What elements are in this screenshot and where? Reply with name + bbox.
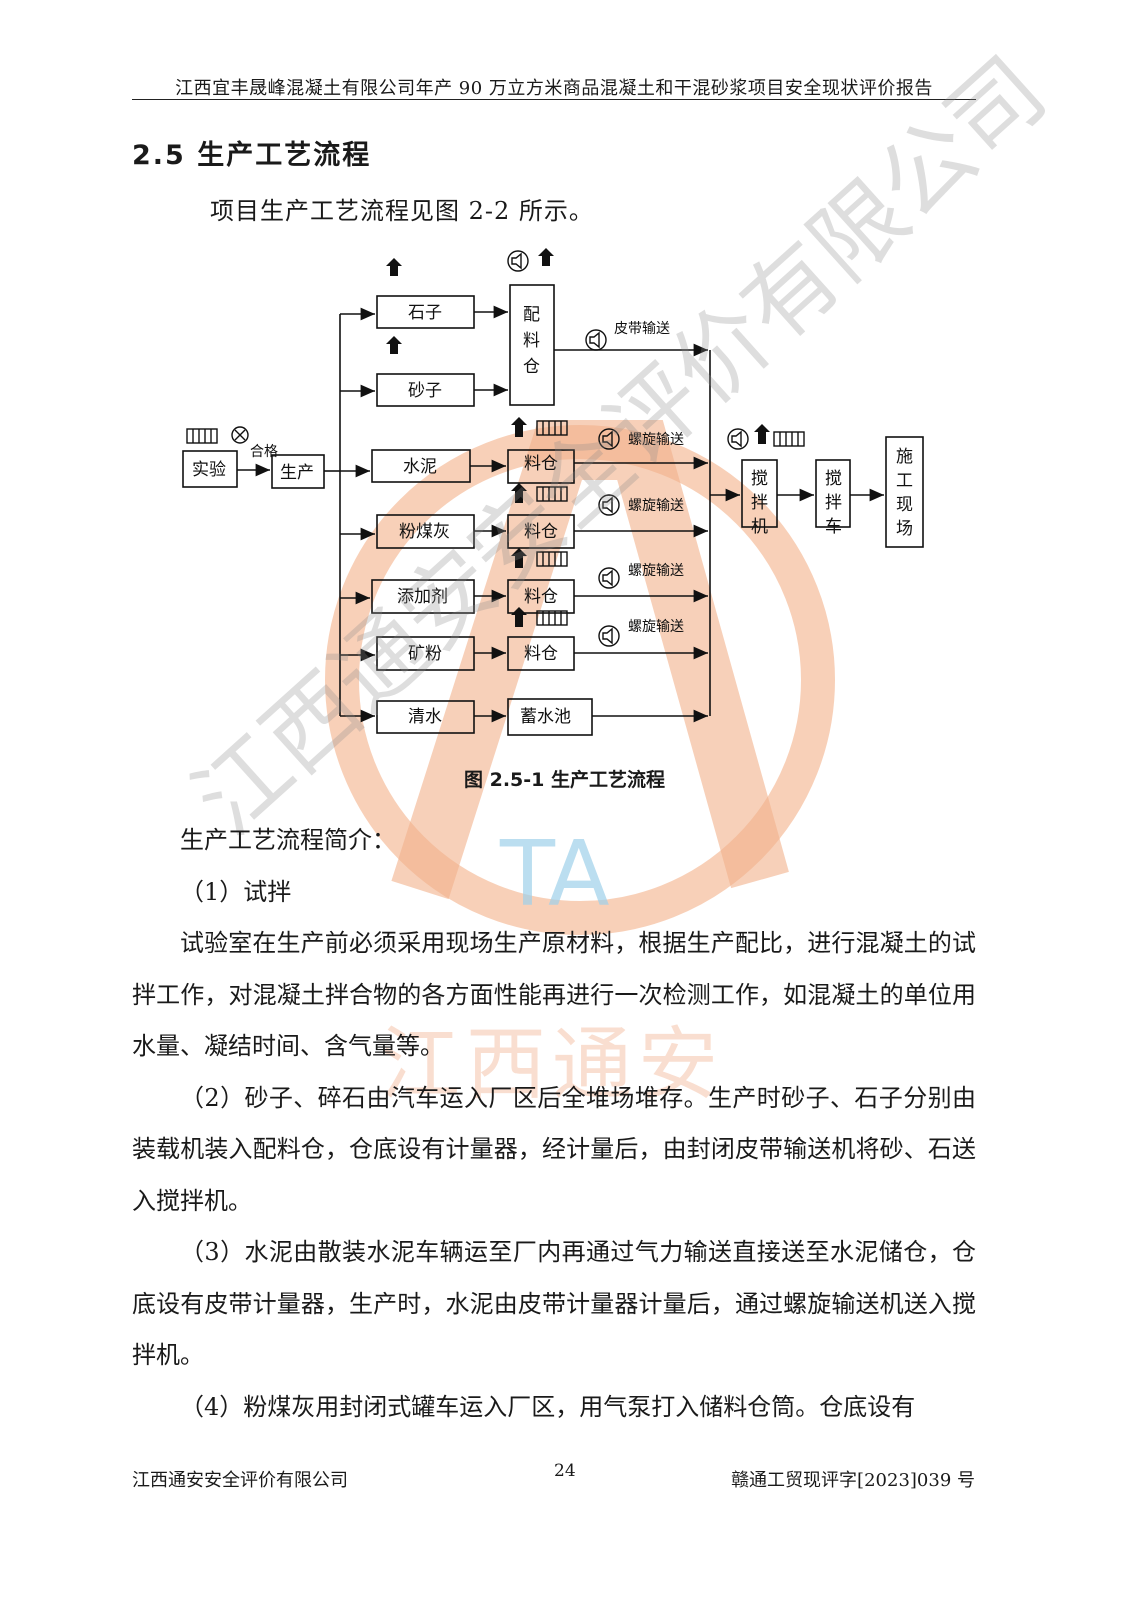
body-text: 生产工艺流程简介： （1）试拌 试验室在生产前必须采用现场生产原材料，根据生产配… (132, 815, 976, 1433)
reservoir-label: 蓄水池 (520, 707, 571, 727)
fly-ash-silo-label: 料仓 (524, 522, 558, 542)
mixer-truck-box (815, 459, 851, 528)
screw-conveyor-label-2: 螺旋输送 (628, 498, 684, 514)
body-p4: （4）粉煤灰用封闭式罐车运入厂区，用气泵打入储料仓筒。仓底设有 (180, 1392, 916, 1421)
meter-icon (536, 610, 568, 626)
dust-arrow-icon (386, 336, 402, 354)
noise-speaker-icon (598, 567, 620, 589)
section-title: 2.5 生产工艺流程 (132, 140, 372, 171)
mixer-truck-label: 搅拌车 (825, 469, 842, 537)
additive-label: 添加剂 (397, 587, 448, 607)
mineral-powder-label: 矿粉 (408, 644, 442, 664)
screw-conveyor-label-1: 螺旋输送 (628, 432, 684, 448)
mixer-box (741, 459, 778, 528)
lab-box (182, 450, 238, 488)
mixer-label: 搅拌机 (751, 469, 768, 537)
noise-speaker-icon (727, 428, 749, 450)
construction-site-label: 施工现场 (896, 447, 913, 539)
dust-arrow-icon (511, 483, 527, 503)
fly-ash-label: 粉煤灰 (399, 522, 450, 542)
screw-conveyor-label-3: 螺旋输送 (628, 563, 684, 579)
section-intro: 项目生产工艺流程见图 2-2 所示。 (210, 197, 594, 225)
cement-label: 水泥 (403, 457, 437, 477)
body-p3: （3）水泥由散装水泥车辆运至厂内再通过气力输送直接送至水泥储仓，仓底设有皮带计量… (132, 1238, 976, 1369)
water-label: 清水 (408, 707, 442, 727)
dust-arrow-icon (511, 548, 527, 568)
dust-arrow-icon (511, 607, 527, 627)
process-flow-diagram: 实验 合格 生产 石子 砂子 水泥 粉煤灰 添加剂 矿粉 清水 料仓 料仓 料仓… (182, 248, 924, 736)
dust-arrow-icon (538, 248, 554, 266)
batching-bin-label: 配料仓 (523, 305, 540, 377)
body-p2: （2）砂子、碎石由汽车运入厂区后全堆场堆存。生产时砂子、石子分别由装载机装入配料… (132, 1083, 976, 1215)
body-p1-title: （1）试拌 (180, 877, 292, 906)
footer-company: 江西通安安全评价有限公司 (132, 1470, 348, 1491)
dust-emission-icons (386, 248, 770, 627)
mineral-silo-label: 料仓 (524, 644, 558, 664)
batching-bin-box (509, 284, 555, 406)
noise-icons (186, 250, 805, 647)
noise-speaker-icon (598, 494, 620, 516)
construction-site-box (885, 436, 924, 548)
meter-icon (536, 420, 568, 436)
meter-icon (536, 551, 568, 567)
dust-arrow-icon (511, 417, 527, 437)
production-label: 生产 (280, 463, 314, 483)
cement-silo-box (507, 449, 575, 484)
dust-arrow-icon (386, 258, 402, 276)
body-p1: 试验室在生产前必须采用现场生产原材料，根据生产配比，进行混凝土的试拌工作，对混凝… (132, 929, 976, 1060)
lab-label: 实验 (192, 460, 226, 480)
meter-icon (536, 486, 568, 502)
page-number: 24 (554, 1461, 576, 1481)
hazard-cross-icon (231, 426, 249, 444)
noise-speaker-icon (598, 428, 620, 450)
screw-conveyor-label-4: 螺旋输送 (628, 619, 684, 635)
stone-label: 石子 (408, 303, 442, 323)
noise-speaker-icon (585, 329, 607, 351)
meter-icon (186, 428, 218, 444)
header-divider (132, 99, 976, 100)
page-header: 江西宜丰晟峰混凝土有限公司年产 90 万立方米商品混凝土和干混砂浆项目安全现状评… (175, 78, 933, 99)
belt-conveyor-label: 皮带输送 (614, 321, 670, 337)
additive-silo-label: 料仓 (524, 587, 558, 607)
reservoir-box (507, 698, 593, 736)
document-reference: 赣通工贸现评字[2023]039 号 (731, 1470, 975, 1491)
meter-icon (773, 431, 805, 447)
noise-speaker-icon (507, 250, 529, 272)
cement-silo-label: 料仓 (524, 454, 558, 474)
water-box (376, 700, 475, 734)
noise-speaker-icon (598, 625, 620, 647)
qualified-label: 合格 (250, 444, 278, 460)
dust-arrow-icon (754, 424, 770, 444)
body-intro: 生产工艺流程简介： (180, 826, 396, 854)
sand-label: 砂子 (408, 381, 442, 401)
figure-caption: 图 2.5-1 生产工艺流程 (464, 769, 665, 791)
